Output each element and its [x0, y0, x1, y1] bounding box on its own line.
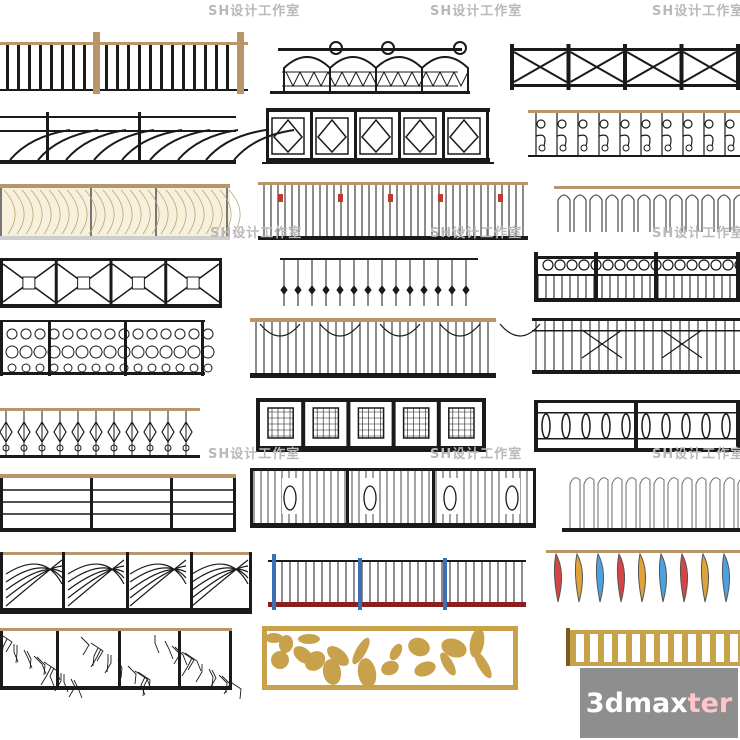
railing-design-x-diamond-panels: [510, 44, 740, 90]
railing-design-red-pickets: [268, 554, 526, 610]
watermark: SH设计工作室: [208, 4, 301, 19]
railing-design-x-box-panels: [0, 258, 222, 308]
railing-design-circle-scroll-top: [534, 252, 740, 302]
railing-design-arched-ornate: [270, 41, 470, 94]
railing-design-wavy-slats: [562, 477, 740, 532]
railing-design-diamond-balusters: [0, 408, 200, 458]
railing-design-mosaic-glass: [0, 628, 242, 700]
railing-design-crosshatch-squares: [256, 398, 486, 452]
railing-design-ornate-scroll: [0, 320, 215, 376]
watermark: SH设计工作室: [652, 447, 740, 462]
railing-design-arc-glass: [0, 552, 252, 614]
brand-logo-badge: 3dmaxter: [580, 668, 738, 738]
railing-design-spear-bars: [280, 258, 478, 306]
railing-design-bar-pickets: [258, 182, 528, 240]
watermark: SH设计工作室: [430, 226, 523, 241]
railing-design-scroll-curl: [528, 110, 740, 157]
railing-design-colored-horns: [546, 550, 740, 603]
railing-design-curved-bars: [250, 318, 541, 378]
railing-design-oval-balusters: [534, 400, 740, 452]
railing-design-u-loop: [554, 186, 740, 232]
watermark: SH设计工作室: [430, 447, 523, 462]
watermark: SH设计工作室: [210, 226, 303, 241]
watermark: SH设计工作室: [430, 4, 523, 19]
watermark: SH设计工作室: [208, 447, 301, 462]
railing-design-arc-panels: [0, 112, 295, 164]
railing-design-gold-organic: [262, 626, 518, 690]
watermark: SH设计工作室: [652, 226, 740, 241]
watermark: SH设计工作室: [652, 4, 740, 19]
railing-design-balusters-wood-posts: [0, 32, 248, 94]
railing-design-glass-wave: [0, 184, 241, 240]
railing-design-horizontal-rails: [0, 474, 236, 532]
railing-design-bars-star-center: [532, 318, 740, 374]
brand-logo: 3dmaxter: [585, 687, 733, 719]
railing-design-gold-pipes: [566, 628, 740, 666]
railing-design-diamond-lattice: [262, 108, 494, 164]
railing-design-leaf-panels: [250, 468, 536, 528]
